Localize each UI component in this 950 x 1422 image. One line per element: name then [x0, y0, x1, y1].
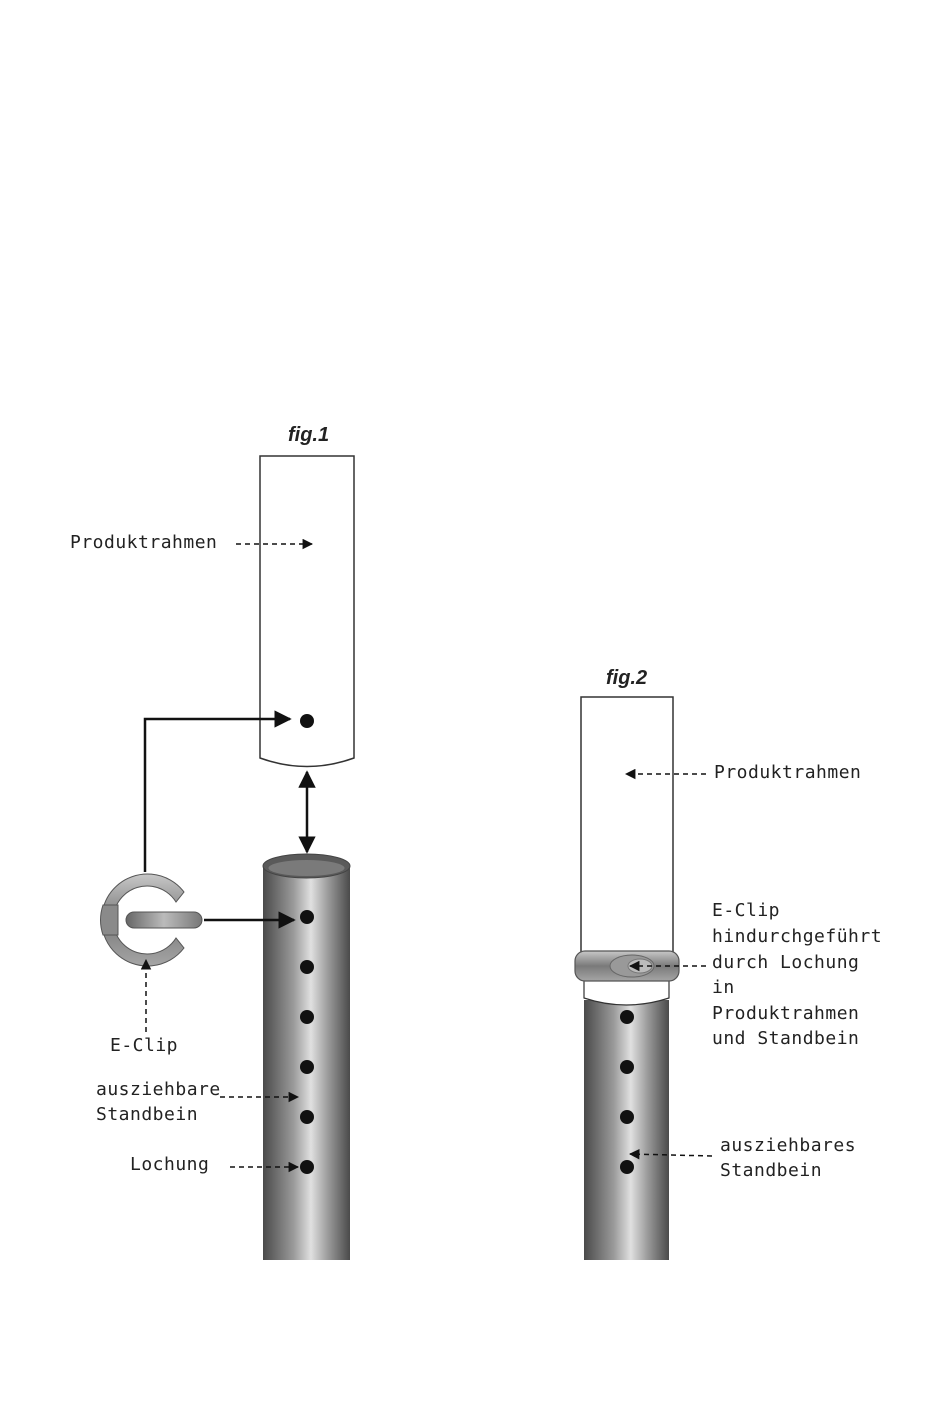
fig2-produktrahmen-label: Produktrahmen: [714, 760, 861, 786]
fig1-standbein: [263, 854, 350, 1260]
fig1-standbein-label-line1: ausziehbare: [96, 1077, 221, 1103]
fig1-frame-hole: [300, 714, 314, 728]
fig1-produktrahmen-label: Produktrahmen: [70, 530, 217, 556]
fig2-produktrahmen: [581, 697, 673, 967]
fig1-standbein-label-line2: Standbein: [96, 1102, 198, 1128]
fig2-standbein-label-line2: Standbein: [720, 1158, 822, 1184]
fig2-eclip-label-line1: E-Clip: [712, 898, 780, 924]
fig2-eclip-label-line6: und Standbein: [712, 1026, 859, 1052]
fig2-standbein-label-line1: ausziehbares: [720, 1133, 856, 1159]
fig2-eclip-inserted: [575, 951, 679, 981]
fig2-eclip-label-line4: in: [712, 975, 735, 1001]
fig2-standbein: [584, 978, 669, 1260]
fig1-lochung-label: Lochung: [130, 1152, 209, 1178]
fig1-title: fig.1: [288, 424, 329, 447]
fig1-eclip: [101, 874, 203, 966]
fig2-eclip-label-line2: hindurchgeführt: [712, 924, 882, 950]
fig2-eclip-label-line3: durch Lochung: [712, 950, 859, 976]
fig2-title: fig.2: [606, 667, 647, 690]
fig1-eclip-label: E-Clip: [110, 1033, 178, 1059]
fig2-eclip-label-line5: Produktrahmen: [712, 1001, 859, 1027]
